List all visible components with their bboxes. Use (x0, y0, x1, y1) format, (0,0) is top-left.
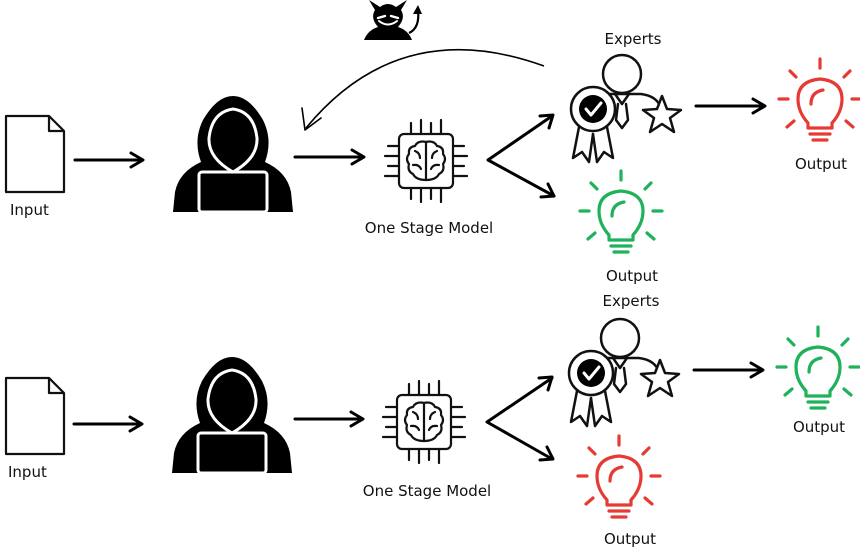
devil-icon (362, 0, 424, 42)
model-label: One Stage Model (362, 482, 492, 500)
arrow-icon (538, 113, 555, 130)
input-label: Input (10, 201, 49, 219)
lightbulb-icon (775, 325, 860, 410)
arrow-icon (539, 182, 556, 199)
brain-chip-icon (381, 379, 467, 465)
arrow-icon (293, 410, 365, 428)
input-document-icon (4, 114, 66, 194)
experts-label: Experts (602, 292, 660, 310)
arrow-icon (694, 97, 767, 115)
experts-label: Experts (604, 30, 662, 48)
arrow-icon (73, 151, 145, 169)
expert-output-label: Output (792, 418, 846, 436)
lightbulb-icon (777, 57, 860, 142)
input-document-icon (4, 376, 66, 456)
direct-output-label: Output (605, 267, 659, 285)
arrow-icon (293, 148, 366, 166)
arrow-icon (537, 375, 554, 392)
direct-output-label: Output (603, 530, 657, 548)
arrow-icon (692, 361, 765, 379)
row-2 (4, 317, 860, 519)
brain-chip-icon (383, 118, 469, 204)
branch-arrow (485, 376, 554, 461)
attack-curve-arrow (305, 48, 545, 129)
expert-icon (567, 317, 681, 428)
arrow-icon (301, 107, 322, 131)
expert-output-label: Output (794, 155, 848, 173)
input-label: Input (8, 463, 47, 481)
lightbulb-icon (576, 434, 662, 519)
branch-arrow (486, 114, 556, 198)
hacker-icon (171, 94, 295, 214)
lightbulb-icon (578, 169, 664, 254)
expert-icon (569, 53, 683, 164)
arrow-icon (538, 445, 555, 462)
arrow-icon (72, 415, 144, 433)
model-label: One Stage Model (364, 219, 494, 237)
hacker-icon (170, 355, 294, 475)
row-1 (4, 0, 860, 254)
